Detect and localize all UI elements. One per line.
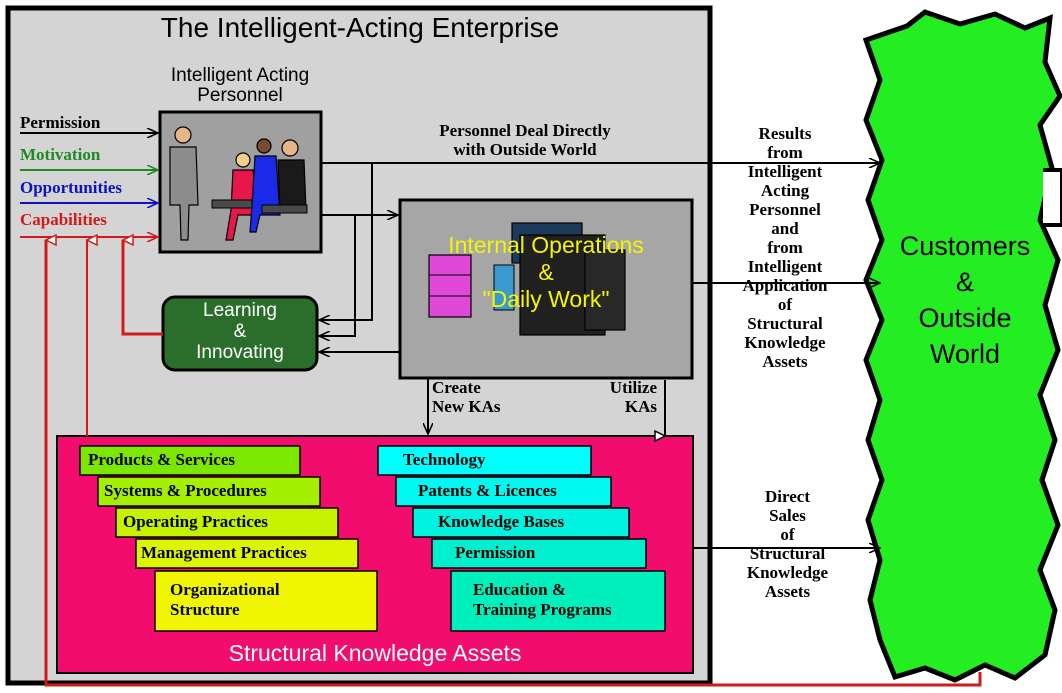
direct-sales-line: Sales [769, 506, 806, 525]
internal-ops-line1: Internal Operations [448, 232, 644, 258]
card-label-systems-procedures: Systems & Procedures [104, 481, 267, 500]
internal-ops-label: Internal Operations & "Daily Work" [400, 232, 692, 313]
card-organizational-structure [154, 570, 378, 632]
personnel-deal-label: Personnel Deal Directly with Outside Wor… [400, 121, 650, 159]
results-line: Knowledge [744, 333, 826, 352]
results-line: and [771, 219, 799, 238]
personnel-heading-line1: Intelligent Acting [170, 65, 310, 86]
card-permission [431, 538, 647, 569]
card-label-organizational-structure: Organizational Structure [170, 580, 280, 620]
card-products-services [79, 445, 301, 476]
results-line: Intelligent [747, 257, 823, 276]
card-label-products-services: Products & Services [88, 450, 235, 469]
input-label-motivation: Motivation [20, 145, 101, 164]
learning-line3: Innovating [196, 342, 284, 363]
ops-to-learning-line [319, 215, 356, 336]
utilize-kas-line1: Utilize [609, 378, 657, 397]
learning-line2: & [233, 321, 247, 342]
create-kas-label: Create New KAs [432, 378, 500, 416]
card-systems-procedures [97, 476, 321, 507]
people-illustration [169, 126, 308, 241]
card-operating-practices [115, 507, 339, 538]
customers-line3: Outside [918, 303, 1012, 333]
office-machine-illustration [428, 222, 626, 336]
structural-assets-label: Structural Knowledge Assets [228, 640, 522, 666]
card-label-education-training: Education & Training Programs [473, 580, 612, 620]
card-label-management-practices: Management Practices [141, 543, 307, 562]
customers-blob [862, 9, 1062, 683]
input-label-opportunities: Opportunities [20, 178, 123, 197]
direct-sales-line: Direct [765, 487, 810, 506]
results-line: Results [758, 124, 812, 143]
feedback-loop-bottom [44, 240, 982, 687]
card-technology [377, 445, 592, 476]
personnel-deal-line1: Personnel Deal Directly [439, 121, 611, 140]
direct-sales-label: Direct Sales of Structural Knowledge Ass… [725, 487, 850, 601]
card-label-organizational-line2: Structure [170, 600, 240, 619]
results-line: from [767, 238, 803, 257]
results-line: from [767, 143, 803, 162]
card-label-operating-practices: Operating Practices [123, 512, 268, 531]
internal-ops-line2: & [538, 259, 554, 285]
input-label-permission: Permission [20, 113, 101, 132]
internal-ops-line3: "Daily Work" [482, 286, 610, 312]
personnel-heading-line2: Personnel [197, 85, 283, 106]
card-label-education-line2: Training Programs [473, 600, 612, 619]
customers-line4: World [929, 339, 1001, 369]
customers-blob-notch [1043, 168, 1062, 227]
feedback-learning [121, 240, 163, 336]
card-label-education-line1: Education & [473, 580, 567, 599]
card-label-permission: Permission [455, 543, 536, 562]
results-line: Structural [747, 314, 823, 333]
customers-label: Customers & Outside World [885, 228, 1045, 372]
input-label-capabilities: Capabilities [20, 210, 107, 229]
create-kas-line1: Create [432, 378, 481, 397]
results-line: of [777, 295, 793, 314]
create-kas-line2: New KAs [432, 397, 501, 416]
customers-line2: & [955, 267, 974, 297]
results-line: Application [742, 276, 828, 295]
card-label-organizational-line1: Organizational [170, 580, 280, 599]
personnel-deal-line2: with Outside World [453, 140, 597, 159]
learning-line1: Learning [203, 300, 277, 321]
direct-sales-line: Knowledge [746, 563, 829, 582]
utilize-kas-label: Utilize KAs [597, 378, 657, 416]
learning-label: Learning & Innovating [163, 300, 317, 363]
results-line: Intelligent [747, 162, 823, 181]
card-label-patents-licences: Patents & Licences [418, 481, 557, 500]
direct-sales-line: Structural [749, 544, 826, 563]
results-label: Results from Intelligent Acting Personne… [720, 124, 850, 371]
results-line: Acting [760, 181, 810, 200]
utilize-kas-line2: KAs [624, 397, 657, 416]
card-knowledge-bases [412, 507, 630, 538]
personnel-to-learning-line [319, 163, 373, 320]
card-education-training [450, 570, 666, 632]
card-patents-licences [395, 476, 612, 507]
direct-sales-line: Assets [764, 582, 811, 601]
card-label-technology: Technology [403, 450, 486, 469]
card-management-practices [135, 538, 359, 569]
customers-line1: Customers [899, 231, 1031, 261]
diagram-title: The Intelligent-Acting Enterprise [160, 12, 560, 43]
direct-sales-line: of [780, 525, 795, 544]
results-line: Personnel [749, 200, 821, 219]
results-line: Assets [762, 352, 808, 371]
personnel-heading: Intelligent Acting Personnel [145, 66, 335, 106]
card-label-knowledge-bases: Knowledge Bases [438, 512, 565, 531]
